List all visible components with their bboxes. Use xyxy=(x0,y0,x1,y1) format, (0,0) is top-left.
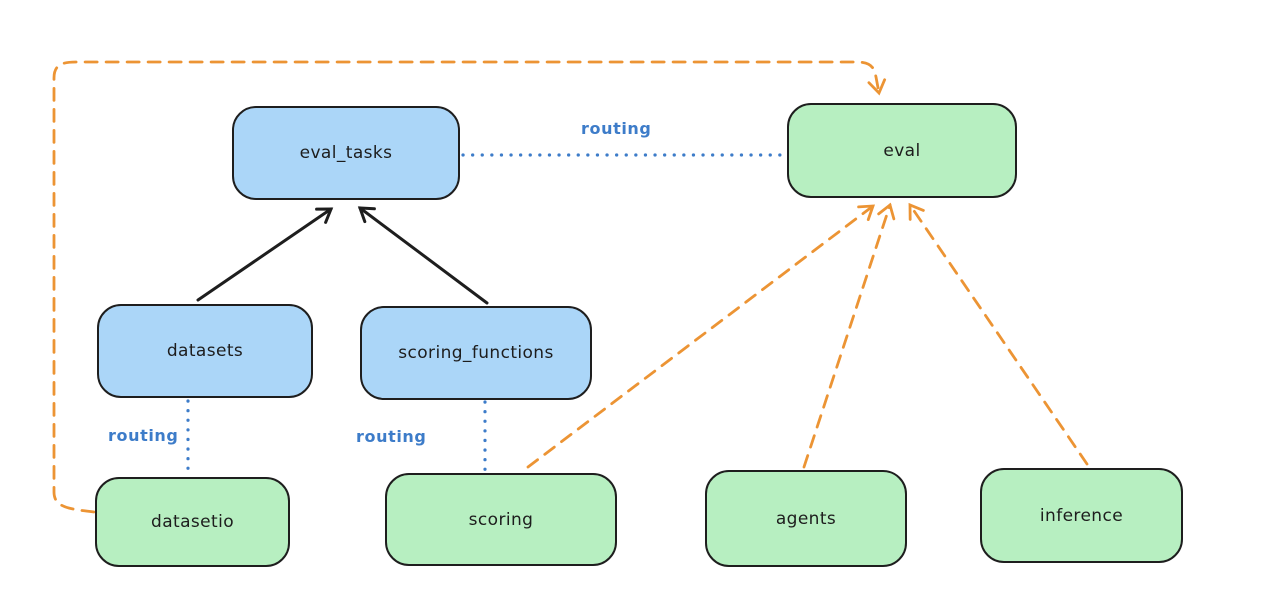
node-eval-tasks: eval_tasks xyxy=(232,106,460,200)
edge-label-routing-top: routing xyxy=(581,119,652,138)
edge-scoring_functions-to-eval_tasks xyxy=(357,206,489,305)
node-datasetio-label: datasetio xyxy=(151,512,234,532)
node-datasetio: datasetio xyxy=(95,477,290,567)
node-scoring-functions-label: scoring_functions xyxy=(398,343,554,363)
node-datasets-label: datasets xyxy=(166,341,244,361)
node-datasets: datasets xyxy=(97,304,313,398)
node-scoring-functions: scoring_functions xyxy=(360,306,592,400)
edge-datasets-to-eval_tasks xyxy=(196,207,334,302)
node-eval-label: eval xyxy=(883,140,921,161)
node-eval: eval xyxy=(787,103,1017,198)
node-inference-label: inference xyxy=(1039,505,1124,526)
node-scoring: scoring xyxy=(385,473,617,566)
node-eval-tasks-label: eval_tasks xyxy=(299,143,393,163)
edge-datasetio-to-eval xyxy=(52,60,887,514)
node-scoring-label: scoring xyxy=(468,509,534,530)
edge-label-routing-scoring: routing xyxy=(356,427,427,446)
edge-inference-to-eval xyxy=(908,202,1089,466)
edge-label-routing-datasetio: routing xyxy=(108,426,179,445)
node-agents-label: agents xyxy=(775,508,837,529)
node-agents: agents xyxy=(705,470,907,567)
node-inference: inference xyxy=(980,468,1183,563)
edge-scoring-to-eval xyxy=(526,204,876,469)
edge-agents-to-eval xyxy=(802,202,896,469)
